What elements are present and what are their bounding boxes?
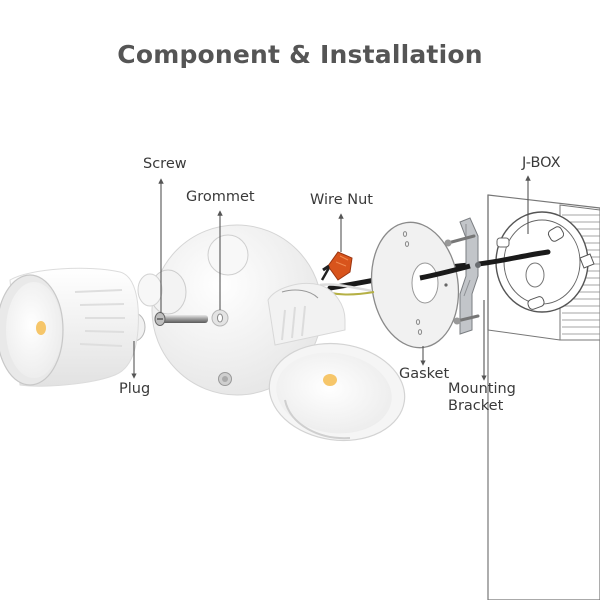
- swivel-joint-left: [137, 269, 187, 315]
- label-plug: Plug: [119, 381, 151, 397]
- grommet: [211, 309, 229, 327]
- label-grommet: Grommet: [186, 189, 255, 205]
- label-wire-nut: Wire Nut: [310, 192, 373, 208]
- screw: [154, 312, 208, 326]
- light-head-left: [0, 267, 139, 387]
- label-gasket: Gasket: [399, 366, 450, 382]
- label-screw: Screw: [143, 156, 187, 172]
- j-box: [495, 211, 595, 313]
- led-chip-left: [36, 321, 46, 335]
- gasket: [370, 221, 460, 349]
- leader-lines: [131, 175, 531, 381]
- label-mounting-line1: Mounting: [448, 381, 516, 397]
- label-mounting-line2: Bracket: [448, 398, 504, 414]
- page-title: Component & Installation: [117, 40, 483, 69]
- label-j-box: J-BOX: [522, 155, 561, 171]
- led-chip-right: [323, 374, 337, 386]
- mounting-plate: [151, 224, 323, 396]
- wire-nut: [322, 251, 353, 281]
- light-head-right: [267, 283, 406, 442]
- mounting-bracket: [444, 217, 481, 335]
- label-mounting-bracket: Mounting Bracket: [448, 381, 516, 415]
